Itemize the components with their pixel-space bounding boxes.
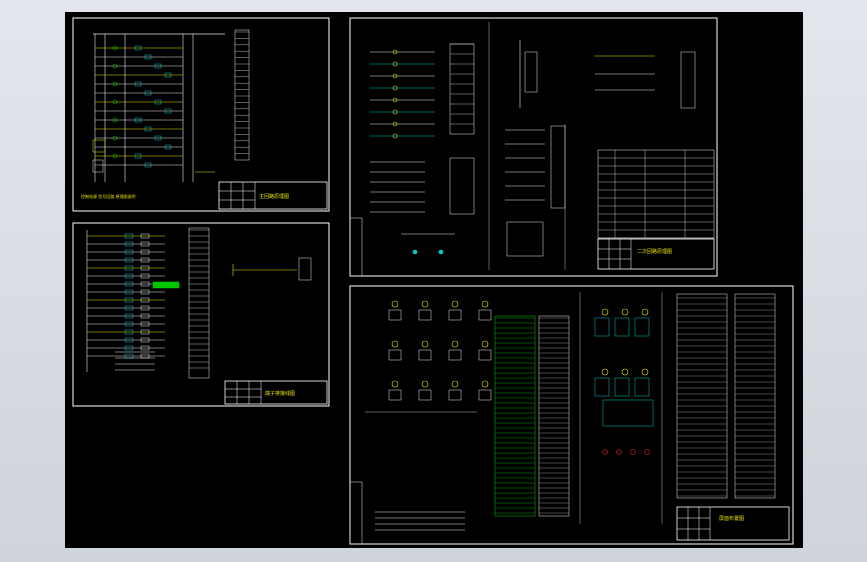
- sheet-2-frame: [72, 222, 330, 407]
- sheet-2-title-block: 端子排接线图: [224, 380, 328, 405]
- sheet-1-title-block: 主回路原理图: [218, 181, 328, 210]
- cad-drawing-viewport[interactable]: 主回路原理图 控制电源 信号回路 原理图说明 端子排接线图: [65, 12, 803, 548]
- sheet-1-caption: 控制电源 信号回路 原理图说明: [81, 193, 136, 199]
- sheet-4-title: 屏面布置图: [719, 515, 744, 522]
- sheet-3-title: 二次回路原理图: [637, 248, 672, 255]
- sheet-3[interactable]: 二次回路原理图: [349, 17, 718, 277]
- sheet-1-schematic: [92, 29, 250, 182]
- sheet-1-frame: [72, 17, 330, 212]
- sheet-3-title-block: 二次回路原理图: [597, 238, 715, 270]
- sheet-4[interactable]: 屏面布置图: [349, 285, 794, 545]
- sheet-4-schematic: [349, 292, 776, 545]
- sheet-4-frame: [349, 285, 794, 545]
- sheet-2-title: 端子排接线图: [265, 390, 295, 397]
- sheet-2-schematic: [86, 227, 312, 379]
- sheet-1[interactable]: 主回路原理图 控制电源 信号回路 原理图说明: [72, 17, 330, 212]
- sheet-4-title-block: 屏面布置图: [676, 506, 790, 541]
- sheet-2[interactable]: 端子排接线图: [72, 222, 330, 407]
- sheet-1-title: 主回路原理图: [259, 193, 289, 200]
- sheet-3-schematic: [349, 22, 715, 277]
- sheet-3-frame: [349, 17, 718, 277]
- drawing-canvas[interactable]: 主回路原理图 控制电源 信号回路 原理图说明 端子排接线图: [65, 12, 803, 548]
